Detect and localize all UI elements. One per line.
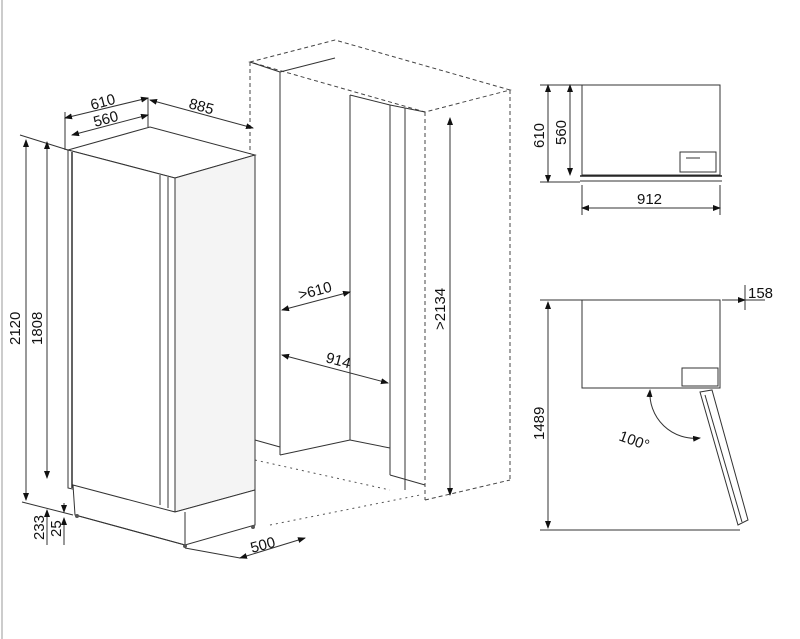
dim-1489: 1489 [531,407,548,440]
dim-914: 914 [324,349,353,372]
door-opening-view: 158 1489 100° [531,285,773,531]
dim-25: 25 [48,520,65,537]
dim-912: 912 [637,191,662,208]
niche-dimensions: >610 914 >2134 [281,117,453,496]
dim-610: 610 [89,91,118,114]
dim-885: 885 [187,95,216,118]
top-view: 610 560 912 [531,84,722,215]
dim-2120: 2120 [7,312,24,345]
dim-min-610: >610 [297,279,334,304]
dim-500: 500 [249,534,278,557]
dim-233: 233 [31,515,48,540]
dim-1808: 1808 [29,312,46,345]
dim-top-560: 560 [553,120,570,145]
dim-158: 158 [748,285,773,302]
dim-min-2134: >2134 [432,288,449,330]
fridge-drawing [66,126,257,548]
fridge-dimensions: 610 560 885 2120 1808 233 25 500 [7,91,306,559]
niche-outline [248,39,512,526]
door-angle-label: 100° [617,428,652,455]
dim-560: 560 [92,108,121,131]
dim-top-610: 610 [531,123,548,148]
